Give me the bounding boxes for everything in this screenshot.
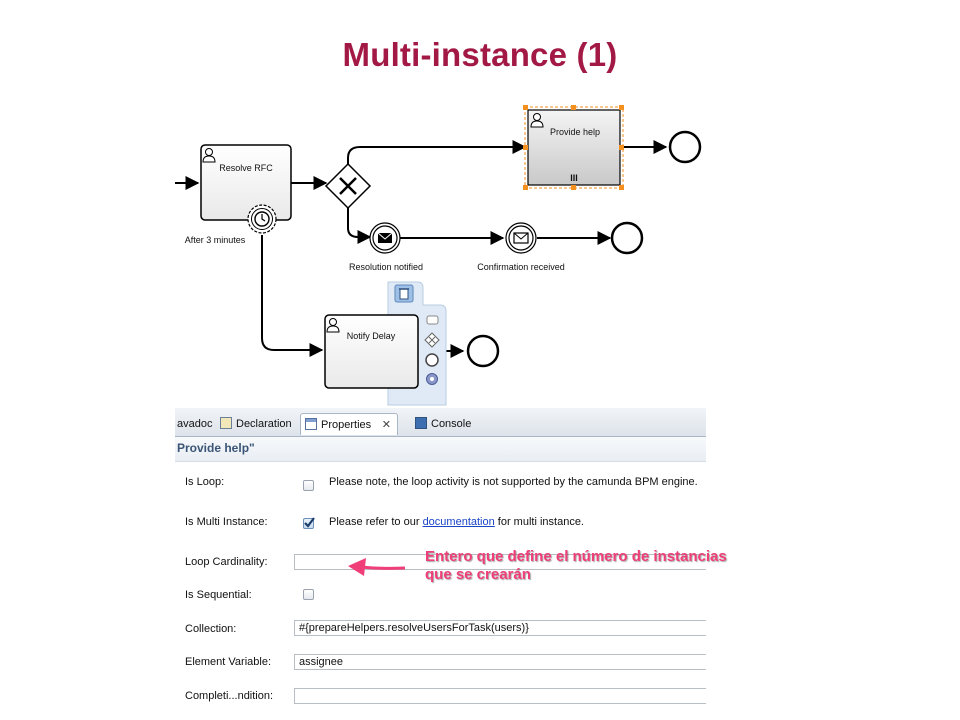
collection-field[interactable]: #{prepareHelpers.resolveUsersForTask(use… bbox=[294, 620, 706, 636]
console-icon bbox=[415, 417, 427, 429]
task-label: Notify Delay bbox=[347, 331, 396, 341]
annotation-line: Entero que define el número de instancia… bbox=[425, 548, 727, 565]
panel-header: Provide help" bbox=[175, 437, 706, 462]
task-resolve-rfc[interactable]: Resolve RFC bbox=[200, 144, 292, 221]
tab-label: Declaration bbox=[236, 418, 292, 430]
element-variable-label: Element Variable: bbox=[185, 656, 272, 668]
clock-icon bbox=[254, 211, 270, 227]
intermediate-message-event[interactable] bbox=[505, 222, 537, 254]
properties-panel: avadoc Declaration Properties ✕ Console … bbox=[175, 408, 706, 720]
intermediate-message-event[interactable] bbox=[369, 222, 401, 254]
event-label: Resolution notified bbox=[349, 262, 423, 272]
checkmark-icon bbox=[304, 517, 315, 528]
task-label: Provide help bbox=[550, 127, 600, 137]
timer-label: After 3 minutes bbox=[185, 235, 246, 245]
tab-label: avadoc bbox=[177, 418, 213, 430]
element-variable-field[interactable]: assignee bbox=[294, 654, 706, 670]
append-gateway-icon[interactable] bbox=[424, 332, 440, 348]
collection-label: Collection: bbox=[185, 623, 237, 635]
selection-handles[interactable] bbox=[523, 105, 624, 190]
event-label: Confirmation received bbox=[477, 262, 565, 272]
tab-javadoc[interactable]: avadoc bbox=[175, 413, 212, 435]
user-icon bbox=[326, 318, 340, 333]
task-provide-help[interactable]: Provide help III bbox=[523, 105, 624, 190]
view-tab-bar: avadoc Declaration Properties ✕ Console bbox=[175, 408, 706, 437]
user-icon bbox=[530, 113, 544, 128]
completion-condition-field[interactable] bbox=[294, 688, 706, 704]
envelope-icon bbox=[513, 232, 529, 244]
change-type-icon[interactable] bbox=[426, 373, 438, 385]
slide-title: Multi-instance (1) bbox=[342, 36, 618, 73]
loop-note: Please note, the loop activity is not su… bbox=[329, 476, 698, 488]
user-icon bbox=[202, 148, 216, 163]
annotation-text: Entero que define el número de instancia… bbox=[425, 548, 727, 584]
end-event[interactable] bbox=[466, 334, 500, 368]
tab-properties[interactable]: Properties ✕ bbox=[300, 413, 398, 435]
exclusive-gateway[interactable] bbox=[324, 162, 372, 210]
tab-console[interactable]: Console bbox=[411, 413, 471, 435]
multi-instance-marker: III bbox=[570, 173, 578, 183]
x-icon bbox=[339, 177, 357, 195]
append-task-icon[interactable] bbox=[426, 315, 439, 325]
note-text: for multi instance. bbox=[494, 516, 584, 528]
is-sequential-label: Is Sequential: bbox=[185, 589, 252, 601]
is-loop-label: Is Loop: bbox=[185, 476, 225, 488]
append-end-event-icon[interactable] bbox=[425, 353, 439, 367]
is-multi-instance-checkbox[interactable] bbox=[303, 517, 315, 529]
annotation-line: que se crearán bbox=[425, 566, 531, 583]
tab-label: Properties bbox=[321, 419, 372, 431]
properties-icon bbox=[305, 418, 317, 430]
documentation-link[interactable]: documentation bbox=[422, 516, 495, 528]
end-event[interactable] bbox=[668, 130, 702, 164]
task-notify-delay[interactable]: Notify Delay bbox=[324, 314, 419, 389]
panel-title: Provide help" bbox=[177, 441, 255, 455]
multi-instance-note: Please refer to our documentation for mu… bbox=[329, 516, 584, 528]
bpmn-diagram: Resolve RFC After 3 minutes Provide help… bbox=[175, 105, 702, 406]
loop-cardinality-label: Loop Cardinality: bbox=[185, 556, 268, 568]
note-text: Please refer to our bbox=[329, 516, 423, 528]
declaration-icon bbox=[220, 417, 232, 429]
close-tab-icon[interactable]: ✕ bbox=[381, 419, 391, 431]
envelope-icon bbox=[377, 232, 393, 243]
is-sequential-checkbox[interactable] bbox=[303, 589, 314, 600]
timer-boundary-event[interactable] bbox=[247, 204, 277, 234]
tab-label: Console bbox=[431, 418, 472, 430]
delete-icon[interactable] bbox=[394, 284, 414, 303]
end-event[interactable] bbox=[610, 221, 644, 255]
is-loop-checkbox[interactable] bbox=[303, 480, 314, 491]
is-multi-instance-label: Is Multi Instance: bbox=[185, 516, 268, 528]
completion-condition-label: Completi...ndition: bbox=[185, 690, 274, 702]
task-label: Resolve RFC bbox=[219, 163, 273, 173]
tab-declaration[interactable]: Declaration bbox=[216, 413, 292, 435]
